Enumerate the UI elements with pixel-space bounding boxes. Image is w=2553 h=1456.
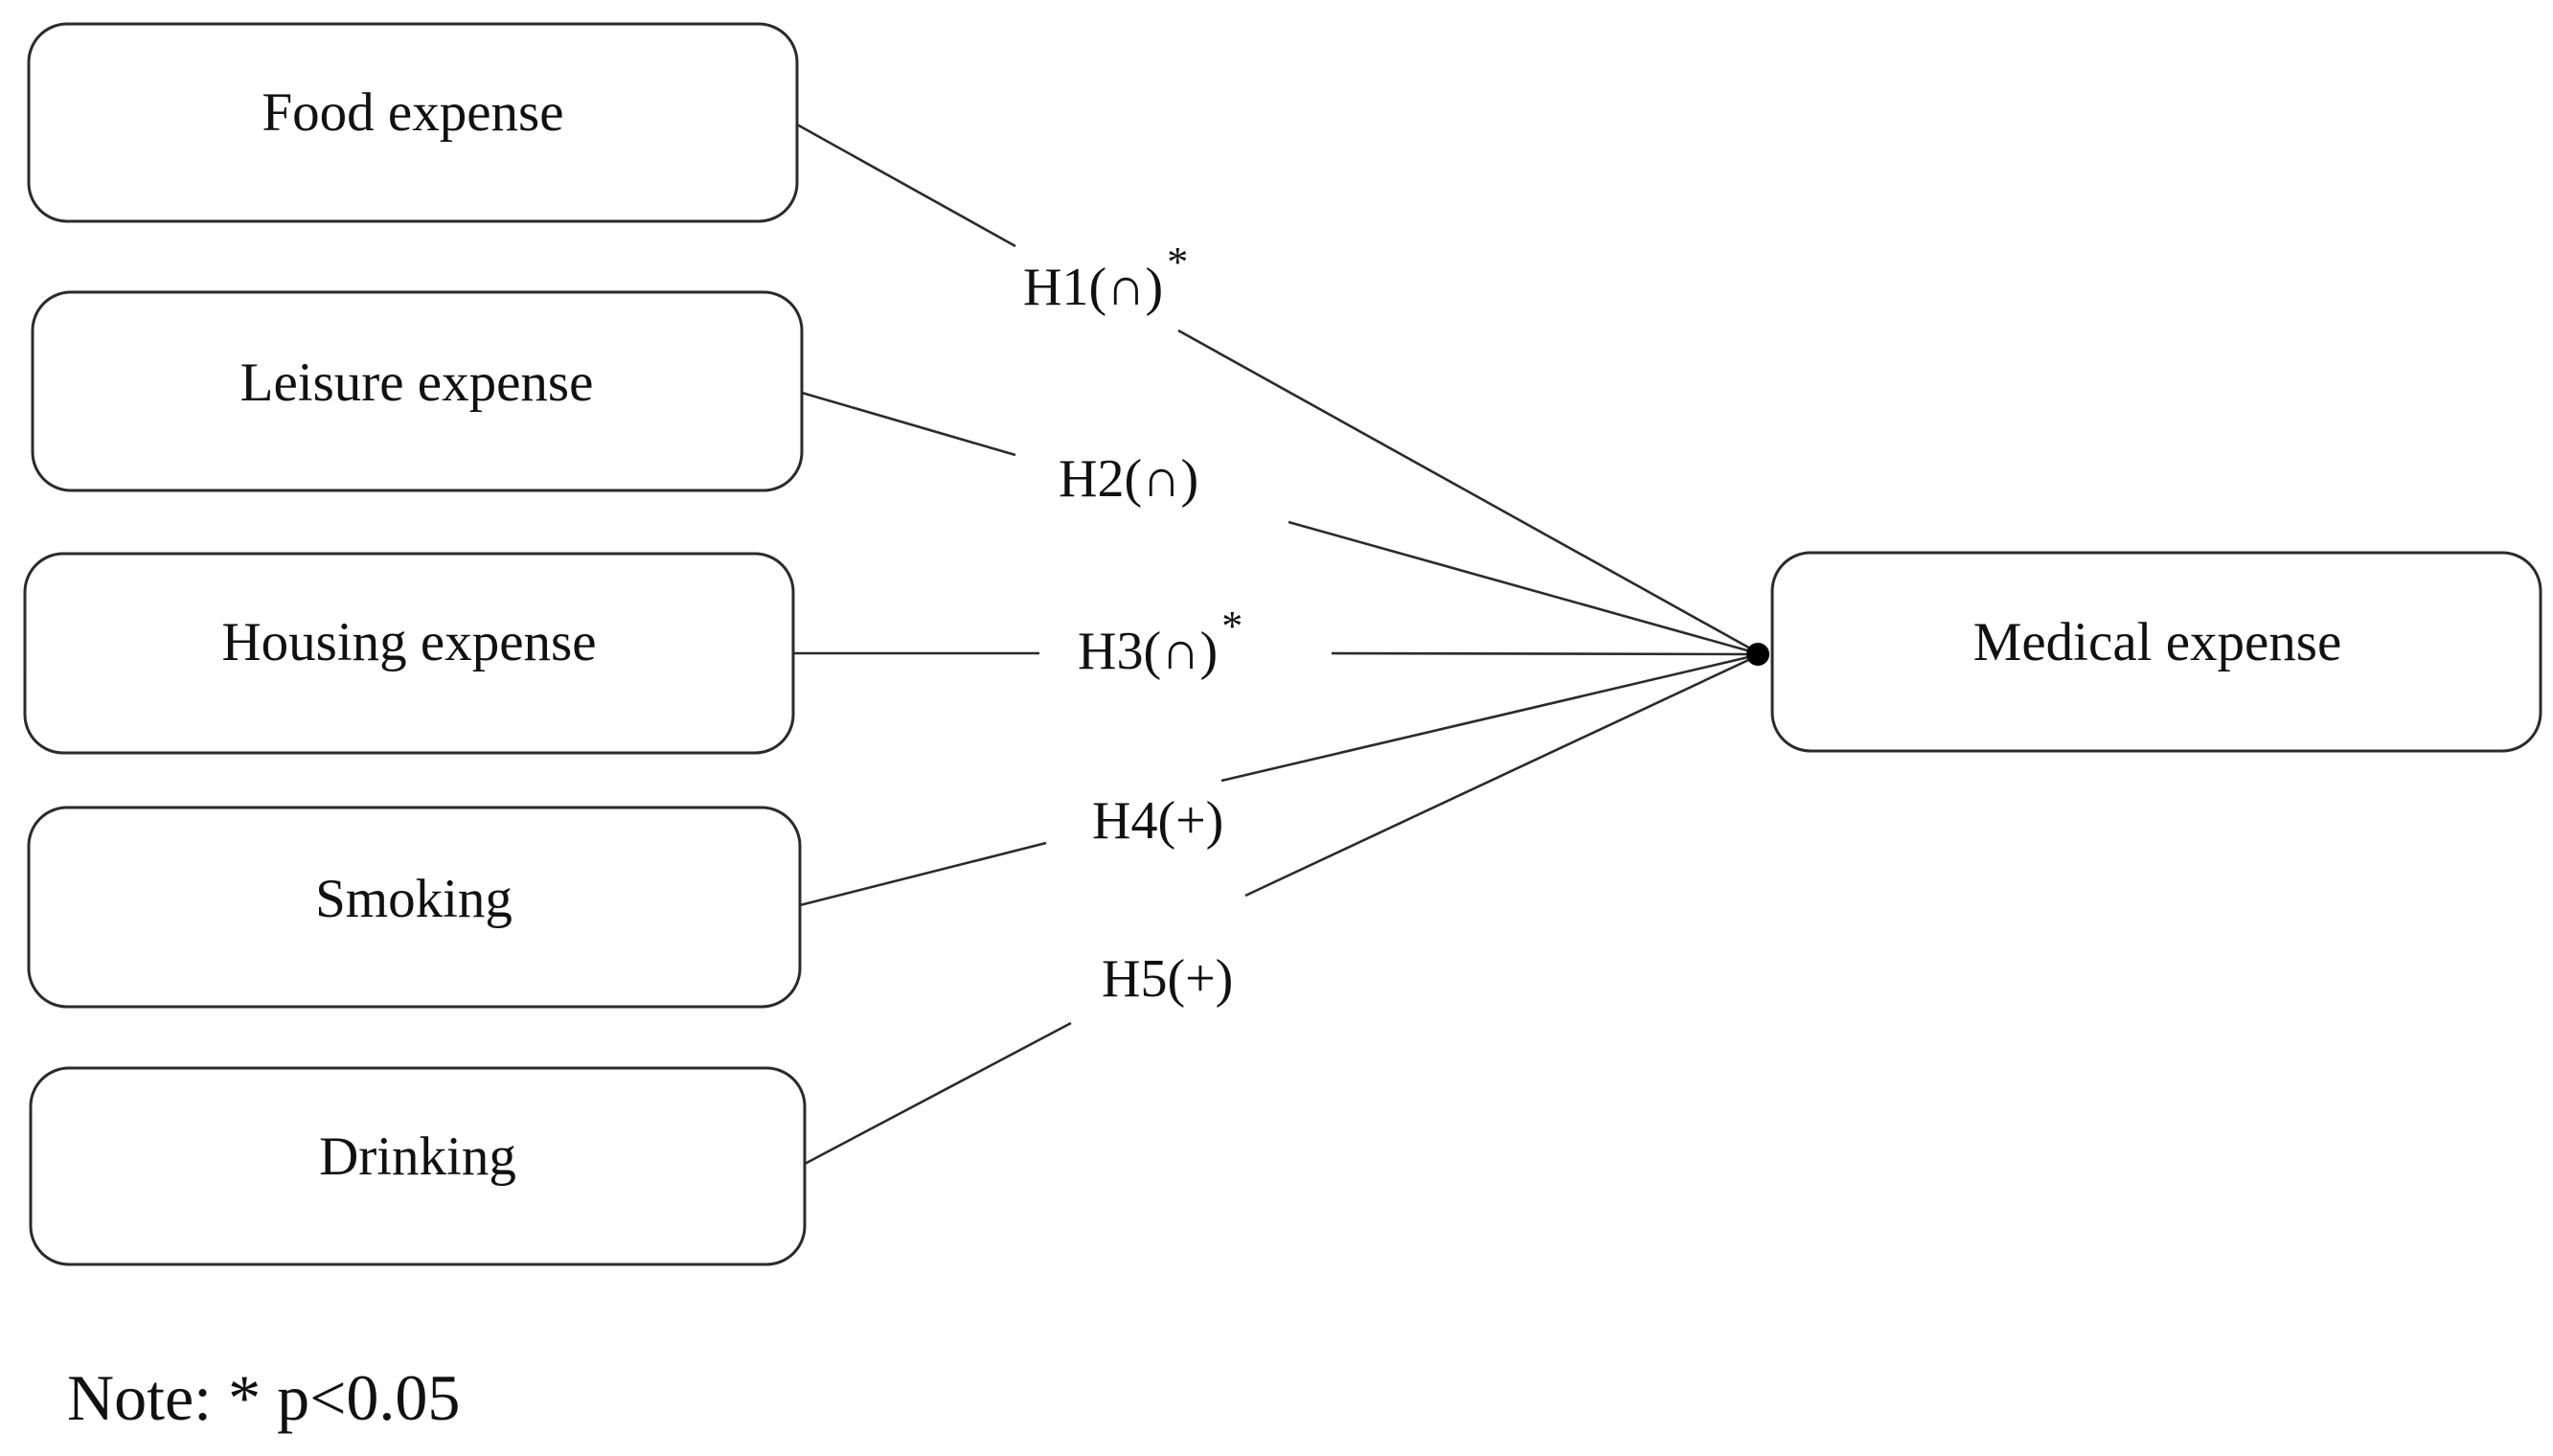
edge-h3-right <box>1331 651 1762 656</box>
predictor-boxes: Food expense Leisure expense Housing exp… <box>23 22 807 1266</box>
hypothesis-labels: H1(∩)* H2(∩) H3(∩)* H4(+) H5(+) <box>1023 239 1242 1009</box>
edge-h5-right <box>1244 652 1762 898</box>
hypothesis-label-h4: H4(+) <box>1092 791 1223 851</box>
outcome-box-medical: Medical expense <box>1770 551 2542 753</box>
predictor-box-drinking: Drinking <box>29 1066 807 1266</box>
hypothesis-label-h2: H2(∩) <box>1059 449 1198 509</box>
predictor-box-housing: Housing expense <box>23 552 795 755</box>
hypothesis-label-h3: H3(∩)* <box>1078 603 1242 681</box>
predictor-label: Housing expense <box>221 612 596 672</box>
edge-h2-left <box>801 391 1016 457</box>
predictor-label: Drinking <box>319 1126 516 1187</box>
predictor-box-food: Food expense <box>27 22 799 223</box>
predictor-label: Food expense <box>262 82 563 143</box>
predictor-box-leisure: Leisure expense <box>31 290 804 492</box>
predictor-label: Leisure expense <box>240 353 594 413</box>
predictor-box-smoking: Smoking <box>27 806 802 1009</box>
edge-h4-right <box>1220 652 1762 783</box>
edge-h1-left <box>796 123 1016 248</box>
arrowhead-dot <box>1746 643 1769 666</box>
hypothesis-label-h1: H1(∩)* <box>1023 239 1188 317</box>
edge-h4-left <box>799 841 1047 907</box>
predictor-label: Smoking <box>315 869 513 929</box>
edge-h2-right <box>1288 520 1762 656</box>
significance-note: Note: * p<0.05 <box>67 1361 460 1434</box>
outcome-label: Medical expense <box>1973 612 2342 672</box>
edge-h5-left <box>804 1021 1072 1166</box>
edge-h1-right <box>1177 329 1762 656</box>
hypothesis-label-h5: H5(+) <box>1102 949 1233 1009</box>
edges <box>793 123 1762 1166</box>
